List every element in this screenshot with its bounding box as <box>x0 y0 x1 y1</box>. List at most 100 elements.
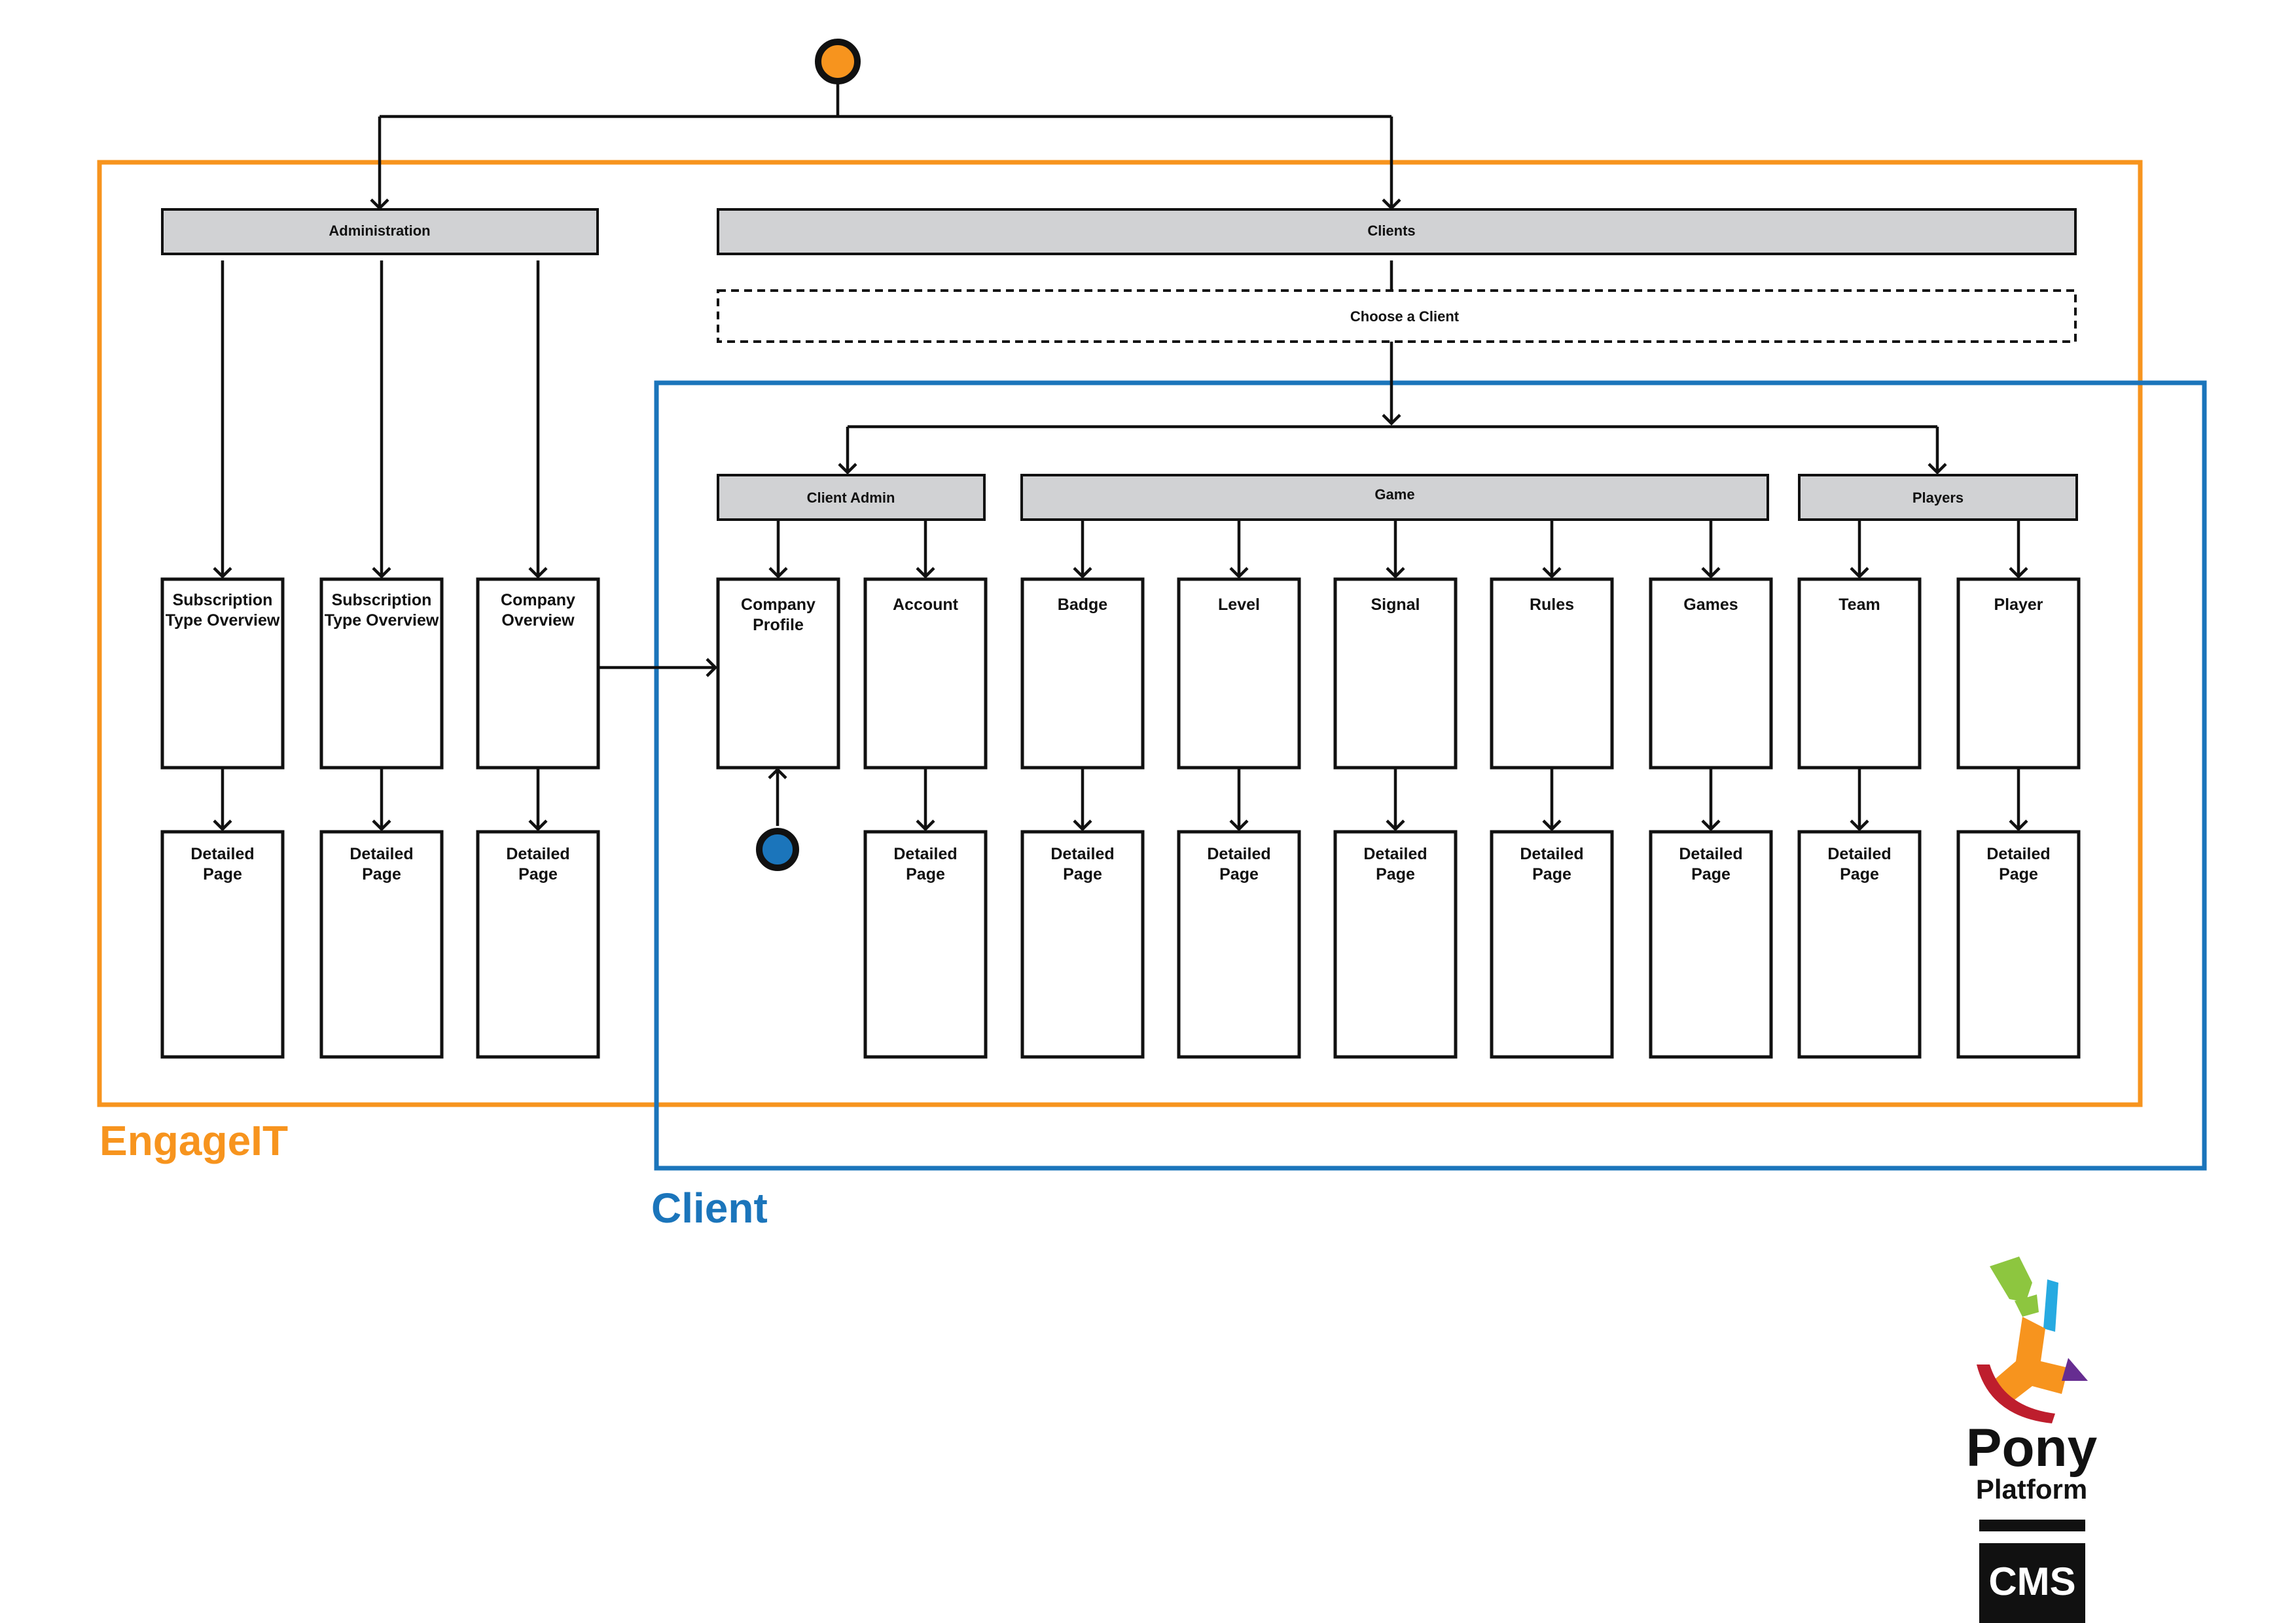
client-level-box[interactable] <box>1177 577 1301 770</box>
client-account-detail-page[interactable] <box>863 830 988 1059</box>
client-games-detail-label-line: Page <box>1691 865 1731 883</box>
logo-divider <box>1979 1520 2085 1531</box>
client-badge-label: Badge <box>1058 596 1108 614</box>
top-connectors <box>370 81 1401 211</box>
admin-1-subscription-type-overview-box[interactable] <box>160 577 285 770</box>
client-player-label-line: Player <box>1994 596 2043 614</box>
client-level-label-line: Level <box>1218 596 1260 614</box>
client-account-label-line: Account <box>893 596 959 614</box>
game-header[interactable] <box>1020 474 1769 521</box>
admin-1-subscription-type-overview-detail-page[interactable] <box>160 830 285 1059</box>
client-rules-box[interactable] <box>1490 577 1614 770</box>
client-account-box[interactable] <box>863 577 988 770</box>
admin-3-company-overview-label-line: Overview <box>501 611 575 630</box>
client-admin-header-label: Client Admin <box>807 490 895 506</box>
logo-sub: Platform <box>1976 1474 2087 1505</box>
client-group-frame <box>654 380 2207 1171</box>
client-games-label-line: Games <box>1683 596 1738 614</box>
client-player-box[interactable] <box>1956 577 2081 770</box>
clients-header[interactable] <box>717 208 2077 255</box>
client-games-detail-page[interactable] <box>1649 830 1773 1059</box>
start-node <box>815 39 861 84</box>
admin-2-subscription-type-overview-detail-page[interactable] <box>319 830 444 1059</box>
client-games-detail-label-line: Detailed <box>1679 845 1742 863</box>
admin-1-subscription-type-overview-label-line: Type Overview <box>166 611 280 630</box>
admin-2-subscription-type-overview-label-line: Subscription <box>332 591 432 609</box>
client-signal-label: Signal <box>1371 596 1420 614</box>
client-badge-box[interactable] <box>1020 577 1145 770</box>
client-signal-label-line: Signal <box>1371 596 1420 614</box>
client-team-detail-page[interactable] <box>1797 830 1922 1059</box>
engageit-group-label: EngageIT <box>99 1117 288 1164</box>
client-rules-label: Rules <box>1530 596 1574 614</box>
client-team-box[interactable] <box>1797 577 1922 770</box>
client-group-label: Client <box>651 1185 768 1232</box>
rocking-horse-icon <box>1977 1257 2088 1423</box>
admin-2-subscription-type-overview-detail-label-line: Page <box>362 865 401 883</box>
client-badge-detail-page[interactable] <box>1020 830 1145 1059</box>
end-node <box>756 828 799 871</box>
client-team-label: Team <box>1839 596 1880 614</box>
client-signal-box[interactable] <box>1333 577 1458 770</box>
client-level-detail-page[interactable] <box>1177 830 1301 1059</box>
client-signal-detail-label-line: Page <box>1376 865 1415 883</box>
client-level-detail-label-line: Page <box>1219 865 1259 883</box>
admin-2-subscription-type-overview-label-line: Type Overview <box>325 611 439 630</box>
game-header-label: Game <box>1374 486 1414 503</box>
client-company-profile-label-line: Company <box>741 596 816 614</box>
admin-3-company-overview-detail-page[interactable] <box>476 830 600 1059</box>
choose-client-step[interactable] <box>717 289 2077 343</box>
client-company-profile-box[interactable] <box>716 577 840 770</box>
pony-platform-logo: Pony Platform CMS <box>1966 1257 2098 1623</box>
players-header[interactable] <box>1798 474 2078 521</box>
admin-3-company-overview-detail-label-line: Page <box>518 865 558 883</box>
admin-1-subscription-type-overview-detail-label-line: Detailed <box>190 845 254 863</box>
logo-cms-block <box>1979 1543 2085 1623</box>
client-rules-label-line: Rules <box>1530 596 1574 614</box>
client-company-profile-label-line: Profile <box>753 616 804 634</box>
client-signal-detail-label-line: Detailed <box>1363 845 1427 863</box>
admin-2-subscription-type-overview-detail-label-line: Detailed <box>350 845 413 863</box>
client-player-detail-page[interactable] <box>1956 830 2081 1059</box>
client-player-detail-label-line: Detailed <box>1986 845 2050 863</box>
clients-header-label: Clients <box>1367 223 1415 239</box>
client-level-detail-label-line: Detailed <box>1207 845 1270 863</box>
client-team-detail-label-line: Page <box>1840 865 1879 883</box>
logo-name: Pony <box>1966 1418 2098 1478</box>
administration-header[interactable] <box>161 208 599 255</box>
client-badge-detail-label-line: Page <box>1063 865 1102 883</box>
logo-product: CMS <box>1988 1560 2075 1603</box>
choose-client-label: Choose a Client <box>1350 308 1460 325</box>
client-split-connectors <box>838 342 1947 475</box>
client-badge-detail-label-line: Detailed <box>1050 845 1114 863</box>
client-admin-header[interactable] <box>717 474 986 521</box>
client-team-label-line: Team <box>1839 596 1880 614</box>
client-rules-detail-page[interactable] <box>1490 830 1614 1059</box>
client-rules-detail-label-line: Page <box>1532 865 1571 883</box>
engageit-group-frame <box>97 160 2143 1107</box>
client-player-detail-label-line: Page <box>1999 865 2038 883</box>
administration-header-label: Administration <box>329 223 430 239</box>
admin-3-company-overview-detail-label-line: Detailed <box>506 845 569 863</box>
admin-1-subscription-type-overview-detail-label-line: Page <box>203 865 242 883</box>
client-team-detail-label-line: Detailed <box>1827 845 1891 863</box>
admin-3-company-overview-label-line: Company <box>501 591 575 609</box>
client-signal-detail-page[interactable] <box>1333 830 1458 1059</box>
admin-1-subscription-type-overview-label-line: Subscription <box>173 591 273 609</box>
client-level-label: Level <box>1218 596 1260 614</box>
